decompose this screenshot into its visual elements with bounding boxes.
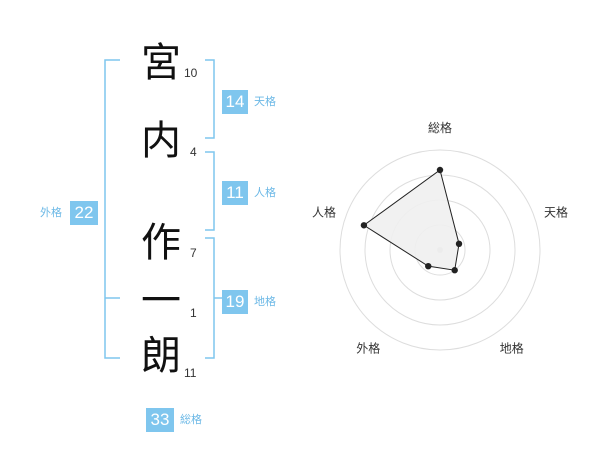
name-char-5: 朗 [141, 333, 181, 379]
stroke-count-4: 1 [190, 306, 197, 320]
radar-point-3 [451, 267, 458, 274]
radar-polygon [363, 169, 460, 271]
tenkaku-value: 14 [222, 90, 248, 114]
radar-axis-label-1: 総格 [428, 120, 452, 135]
name-char-1: 宮 [141, 40, 181, 86]
stroke-count-5: 11 [184, 366, 197, 380]
stroke-count-3: 7 [190, 246, 197, 260]
soukaku-label: 総格 [180, 413, 202, 426]
radar-ring-4 [339, 149, 541, 351]
gaikaku-bracket [104, 59, 120, 359]
chikaku-value: 19 [222, 290, 248, 314]
radar-axis-label-2: 天格 [544, 204, 568, 219]
radar-axis-label-3: 地格 [500, 341, 524, 356]
name-char-4: 一 [141, 278, 181, 324]
radar-point-5 [360, 222, 368, 229]
name-char-2: 内 [141, 118, 181, 164]
stroke-count-1: 10 [184, 66, 198, 80]
name-char-3: 作 [141, 220, 181, 266]
chikaku-label: 地格 [254, 295, 276, 308]
jinkaku-bracket [205, 151, 215, 231]
gaikaku-label: 外格 [40, 206, 62, 219]
gaikaku-value: 22 [70, 201, 98, 225]
tenkaku-bracket [205, 59, 215, 139]
jinkaku-value: 11 [222, 181, 248, 205]
stroke-count-2: 4 [190, 145, 197, 159]
radar-axis-label-4: 外格 [356, 341, 380, 356]
radar-point-4 [425, 262, 432, 270]
tenkaku-label: 天格 [254, 95, 276, 108]
radar-point-1 [436, 166, 444, 174]
soukaku-value: 33 [146, 408, 174, 432]
radar-axis-label-5: 人格 [312, 204, 336, 219]
radar-point-2 [455, 240, 463, 248]
jinkaku-label: 人格 [254, 186, 276, 199]
